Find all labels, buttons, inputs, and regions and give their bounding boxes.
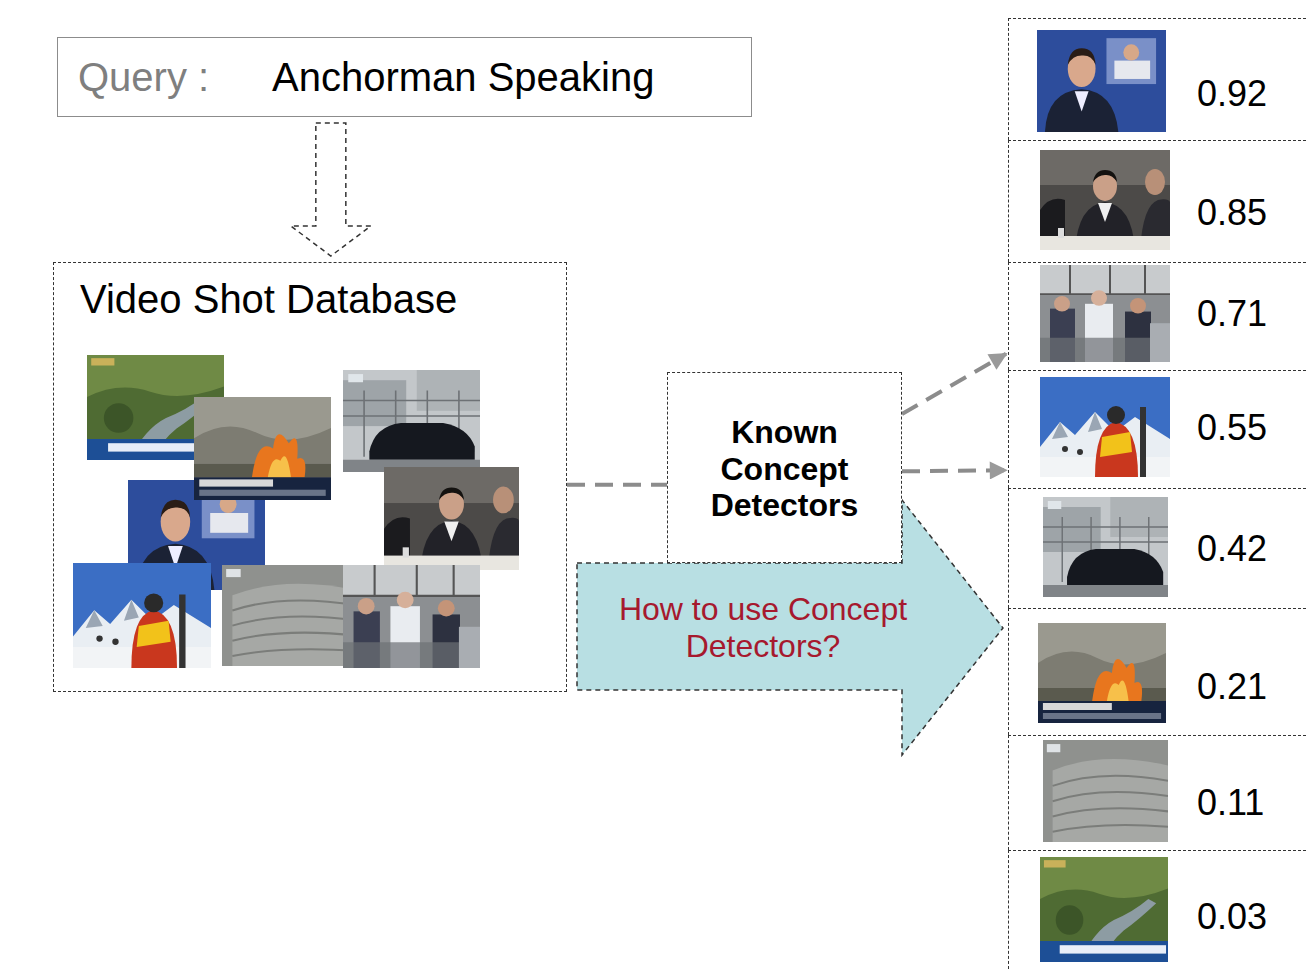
block-arrow	[291, 123, 371, 256]
thumbnail	[194, 397, 331, 500]
score-value: 0.71	[1197, 293, 1267, 334]
result-row: 0.55	[1008, 370, 1306, 488]
detector-box: Known Concept Detectors	[667, 372, 902, 563]
box-label: Known Concept Detectors	[676, 414, 893, 524]
result-row: 0.92	[1008, 18, 1306, 140]
result-row: 0.85	[1008, 140, 1306, 262]
thumbnail	[73, 563, 211, 668]
thumbnail	[1043, 740, 1168, 842]
score-value: 0.11	[1197, 782, 1264, 823]
score-value: 0.55	[1197, 407, 1267, 448]
query-box: Query : Anchorman Speaking	[57, 37, 752, 117]
database-box: Video Shot Database	[53, 262, 567, 692]
score-value: 0.42	[1197, 528, 1267, 569]
score-value: 0.03	[1197, 896, 1267, 937]
thumbnail	[384, 467, 519, 570]
dashed-connector	[902, 354, 1006, 414]
question-text: How to use Concept Detectors?	[613, 591, 913, 665]
result-row: 0.11	[1008, 735, 1306, 850]
query-label: Query :	[78, 54, 209, 100]
thumbnail	[222, 565, 357, 666]
thumbnail	[343, 370, 480, 472]
result-row: 0.21	[1008, 608, 1306, 735]
thumbnail	[343, 565, 480, 668]
dashed-connector	[902, 470, 1006, 471]
thumbnail	[1043, 497, 1168, 597]
query-text: Anchorman Speaking	[272, 54, 654, 100]
score-value: 0.85	[1197, 192, 1267, 233]
box-title: Video Shot Database	[80, 276, 457, 322]
result-row: 0.71	[1008, 262, 1306, 370]
thumbnail	[1037, 30, 1166, 132]
dashed-connector	[567, 483, 667, 487]
thumbnail	[1038, 623, 1166, 723]
thumbnail	[1040, 377, 1170, 477]
thumbnail	[1040, 150, 1170, 250]
result-row: 0.03	[1008, 850, 1306, 969]
score-value: 0.21	[1197, 666, 1267, 707]
thumbnail	[1040, 857, 1168, 962]
result-row: 0.42	[1008, 488, 1306, 608]
score-value: 0.92	[1197, 73, 1267, 114]
thumbnail	[1040, 265, 1170, 362]
arrow-outline	[577, 500, 1003, 755]
